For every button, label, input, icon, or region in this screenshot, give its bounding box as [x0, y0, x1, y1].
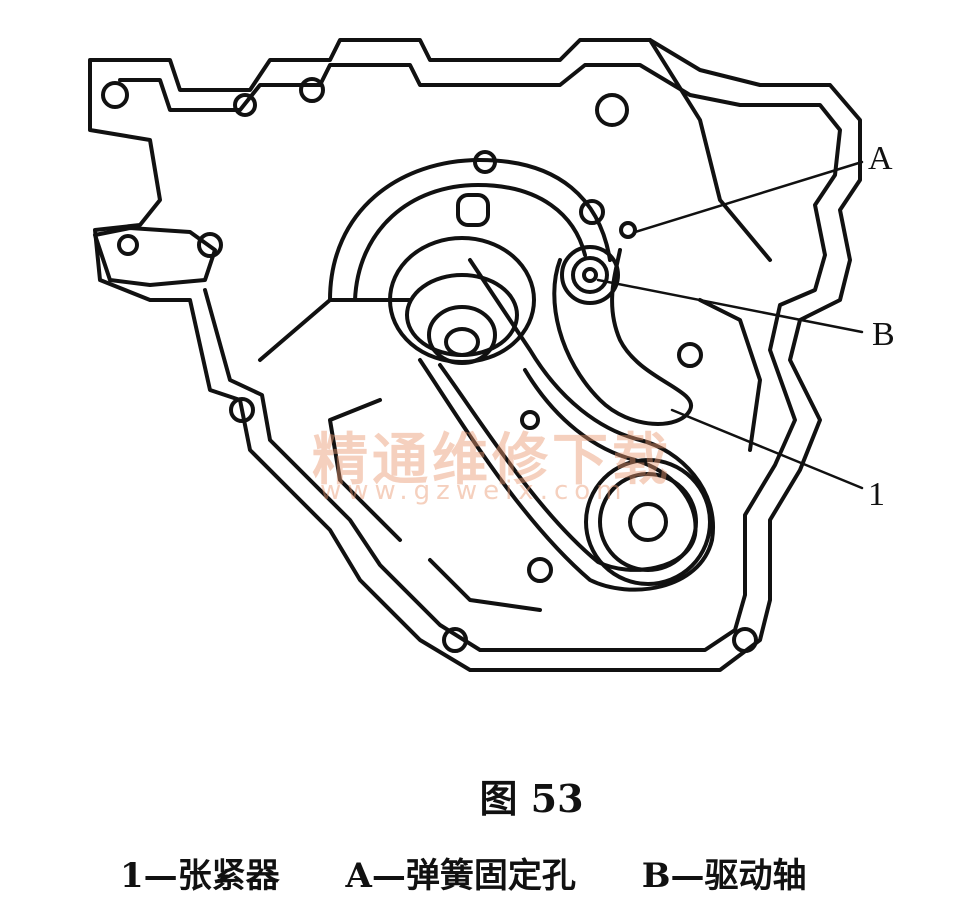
casting-line — [258, 298, 412, 362]
legend-item-tensioner: 1—张紧器 — [120, 856, 280, 896]
tensioner-arm — [552, 248, 694, 426]
legend: 1—张紧器 A—弹簧固定孔 B—驱动轴 — [120, 848, 861, 897]
leader-line-1 — [670, 408, 864, 490]
legend-item-drive-shaft: B—驱动轴 — [641, 856, 807, 896]
leader-line-a — [633, 160, 864, 234]
figure-title-text: 图 53 — [479, 776, 584, 821]
bolt-hole — [442, 627, 468, 653]
housing-inner-outline — [118, 63, 842, 652]
watermark-url: www.gzweix.com — [320, 476, 628, 506]
bolt-hole — [117, 234, 139, 256]
cam-cover — [328, 158, 612, 302]
legend-item-spring-hole: A—弹簧固定孔 — [345, 856, 576, 896]
left-bracket — [93, 226, 217, 287]
bolt-hole — [527, 557, 553, 583]
bolt-hole — [233, 93, 257, 117]
housing-outline — [88, 38, 862, 672]
sprocket-hub — [427, 305, 497, 365]
bolt-hole — [677, 342, 703, 368]
crank-pulley-inner — [598, 472, 698, 572]
callout-a: A — [868, 140, 893, 177]
bolt-hole — [197, 232, 223, 258]
sprocket-pin — [456, 193, 490, 227]
bolt-hole — [520, 410, 540, 430]
figure-title: 图 53 — [0, 768, 973, 823]
bolt-hole — [299, 77, 325, 103]
drive-shaft-center — [582, 267, 598, 283]
bolt-hole — [595, 93, 629, 127]
drive-shaft-inner — [571, 256, 609, 294]
watermark-text: 精通维修下载 — [312, 427, 672, 493]
casting-line — [698, 298, 762, 452]
callout-b: B — [872, 316, 895, 353]
crank-bolt — [628, 502, 668, 542]
bolt-hole — [229, 397, 255, 423]
engine-tensioner-diagram — [88, 38, 864, 672]
leader-line-b — [596, 278, 864, 334]
casting-line — [648, 38, 772, 262]
bolt-hole — [579, 199, 605, 225]
bolt-hole — [101, 81, 129, 109]
crank-pulley — [584, 458, 712, 586]
cam-cover-inner — [353, 183, 587, 302]
sprocket-ring — [405, 273, 519, 357]
sprocket-bolt — [444, 327, 480, 357]
spring-hole — [619, 221, 637, 239]
casting-line — [328, 398, 402, 542]
casting-line — [428, 558, 542, 612]
callout-1: 1 — [868, 476, 885, 513]
bolt-hole — [732, 627, 758, 653]
drive-shaft — [560, 245, 620, 305]
